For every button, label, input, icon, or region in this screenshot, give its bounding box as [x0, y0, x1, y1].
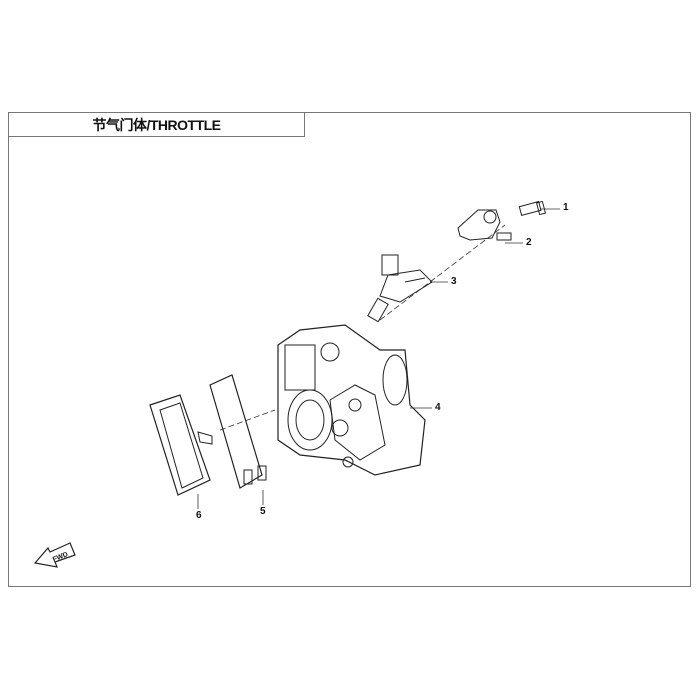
part-2-fuel-rail	[457, 209, 512, 241]
callout-2: 2	[526, 237, 532, 248]
part-3-injector	[367, 254, 433, 323]
callout-5: 5	[260, 506, 266, 517]
fwd-label: FWD	[52, 551, 69, 563]
callout-1: 1	[563, 202, 569, 213]
callout-3: 3	[451, 276, 457, 287]
fwd-arrow-icon	[33, 542, 76, 568]
callout-6: 6	[196, 510, 202, 521]
part-6-seal	[149, 394, 213, 496]
diagram-title: 节气门体/THROTTLE	[8, 112, 305, 137]
leader-lines	[197, 208, 560, 509]
part-1-bolt	[518, 200, 547, 217]
part-4-throttle-body	[277, 324, 426, 476]
part-5-gasket	[209, 374, 267, 489]
callout-4: 4	[435, 402, 441, 413]
diagram-frame	[8, 112, 691, 587]
